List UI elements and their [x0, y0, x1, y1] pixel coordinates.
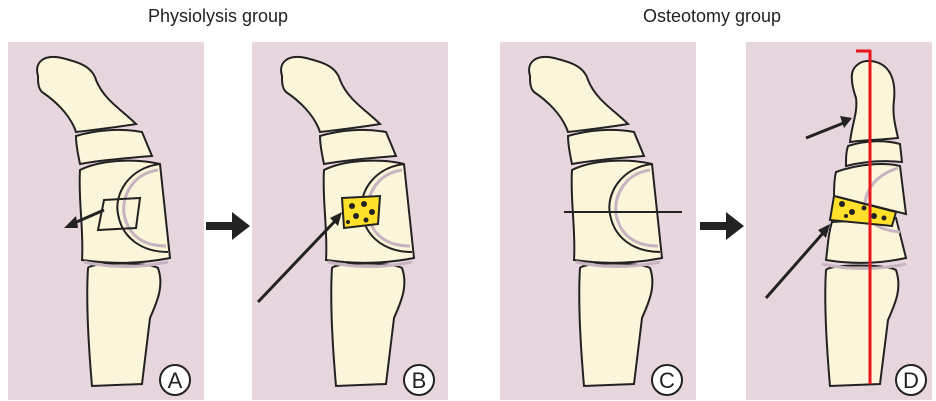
panel-label-d: D — [903, 368, 919, 393]
middle-phalanx — [846, 141, 902, 166]
sequence-arrow — [206, 212, 250, 240]
panel-b: B — [252, 42, 448, 400]
panel-label-b: B — [412, 368, 427, 393]
panel-d: D — [746, 42, 932, 400]
distal-phalanx — [850, 61, 898, 142]
panel-c: C — [500, 42, 696, 400]
panel-label-a: A — [168, 368, 183, 393]
proximal-phalanx-distal-part — [826, 218, 906, 263]
panel-a: A — [8, 42, 204, 400]
sequence-arrow — [700, 212, 744, 240]
panel-label-c: C — [659, 368, 675, 393]
